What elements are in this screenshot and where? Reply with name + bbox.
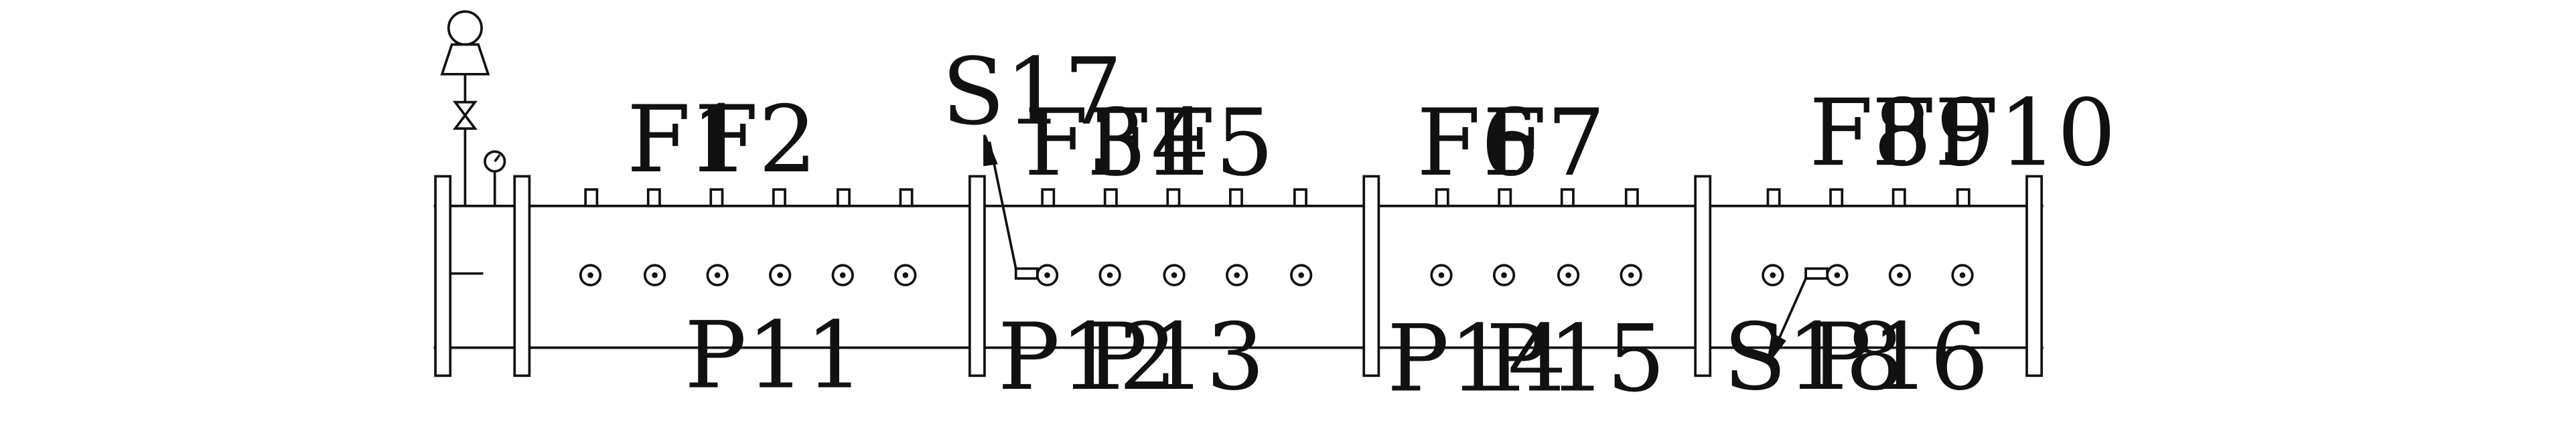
label-p13: P13 xyxy=(1085,303,1265,411)
pressure-tap xyxy=(1163,264,1186,286)
pump-icon xyxy=(440,10,490,76)
sensor-port xyxy=(772,188,786,207)
pressure-tap xyxy=(1226,264,1248,286)
port-group xyxy=(584,188,1971,207)
sensor-port xyxy=(836,188,851,207)
label-f3: F3 xyxy=(1024,89,1147,197)
pressure-tap xyxy=(1492,264,1516,286)
pressure-taps xyxy=(579,264,1974,286)
flange xyxy=(968,175,986,377)
sensor-port xyxy=(1560,188,1575,207)
pressure-tap xyxy=(1035,264,1059,286)
sensor-port xyxy=(1041,188,1056,207)
sensor-port xyxy=(1766,188,1781,207)
label-f8: F8 xyxy=(1809,79,1932,187)
pressure-tap xyxy=(1098,264,1121,286)
pressure-gauge-icon xyxy=(484,150,506,206)
flange xyxy=(513,175,531,377)
pressure-tap xyxy=(769,264,792,286)
pressure-tap xyxy=(1557,264,1580,286)
pressure-tap xyxy=(894,264,917,286)
pressure-tap xyxy=(831,264,854,286)
label-p15: P15 xyxy=(1486,305,1665,413)
flange xyxy=(1362,175,1380,377)
pressure-tap xyxy=(579,264,602,286)
sensor-port xyxy=(1293,188,1307,207)
label-s18: S18 xyxy=(1723,303,1904,411)
sensor-port xyxy=(1166,188,1181,207)
pressure-tap xyxy=(1888,264,1912,286)
flange-group xyxy=(434,175,2044,377)
pressure-tap xyxy=(706,264,729,286)
sensor-port xyxy=(1956,188,1971,207)
sensor-port xyxy=(709,188,724,207)
sensor-port xyxy=(1829,188,1844,207)
flange xyxy=(1694,175,1712,377)
flange xyxy=(434,175,452,377)
pressure-tap xyxy=(1430,264,1453,286)
sensor-port xyxy=(1498,188,1512,207)
label-p11: P11 xyxy=(685,302,864,410)
label-f4: F4 xyxy=(1087,89,1210,197)
pressure-tap xyxy=(1951,264,1974,286)
label-s17: S17 xyxy=(942,38,1123,146)
label-f7: F7 xyxy=(1483,89,1605,197)
sensor-port xyxy=(1103,188,1118,207)
sensor-port xyxy=(1228,188,1243,207)
pressure-tap xyxy=(1826,264,1849,286)
label-f9: F9 xyxy=(1872,79,1995,187)
sensor-port xyxy=(1891,188,1906,207)
s17-probe xyxy=(983,135,1039,280)
label-p12: P12 xyxy=(998,303,1177,411)
flange xyxy=(2025,175,2044,377)
label-f5: F5 xyxy=(1151,89,1274,197)
label-f2: F2 xyxy=(695,86,817,193)
sensor-port xyxy=(899,188,914,207)
sensor-port xyxy=(1435,188,1449,207)
pressure-tap xyxy=(1762,264,1784,286)
label-f6: F6 xyxy=(1417,89,1539,197)
pressure-tap xyxy=(1620,264,1642,286)
pressure-tap xyxy=(1290,264,1313,286)
label-f1: F1 xyxy=(627,86,749,193)
sensor-port xyxy=(1624,188,1639,207)
sensor-port xyxy=(646,188,661,207)
s18-probe xyxy=(1766,267,1829,363)
label-p16: P16 xyxy=(1809,303,1989,411)
pressure-tap xyxy=(643,264,666,286)
label-f10: F10 xyxy=(1934,79,2116,187)
label-p14: P14 xyxy=(1387,305,1567,413)
valve-icon xyxy=(452,100,478,130)
sensor-port xyxy=(584,188,599,207)
